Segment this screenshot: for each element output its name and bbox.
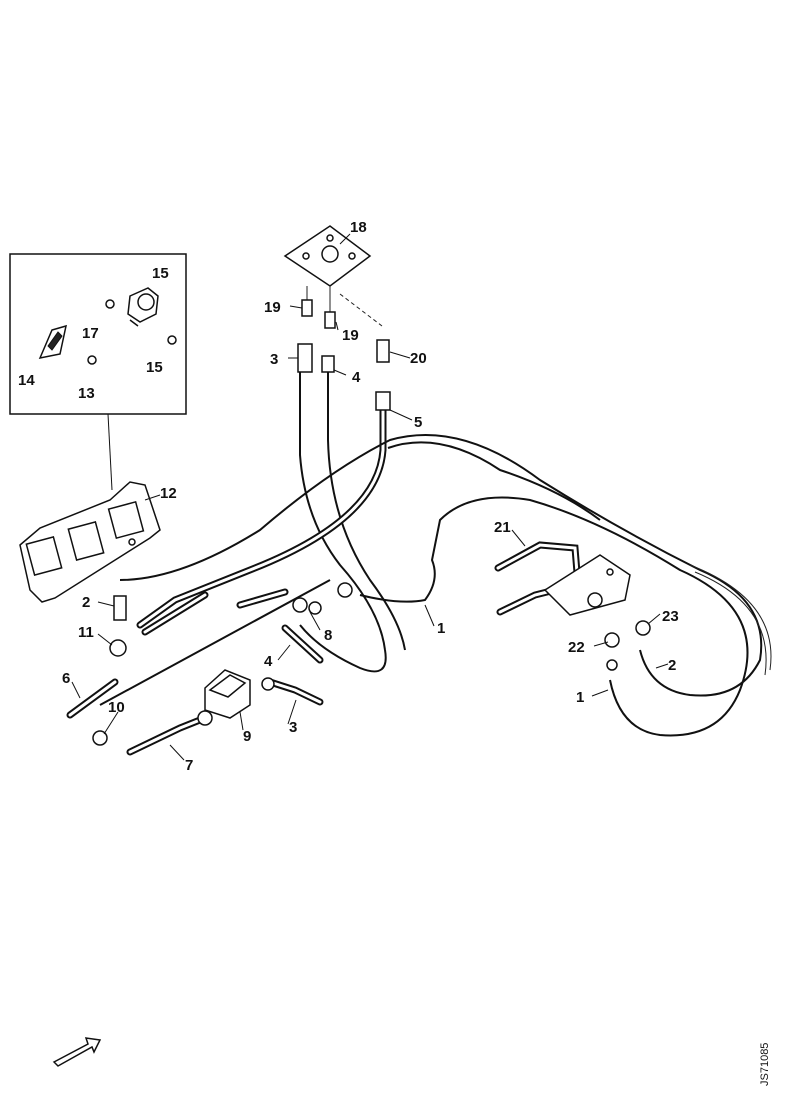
callout-2: 2 — [82, 594, 90, 611]
hoses — [66, 286, 772, 756]
leaders — [71, 233, 669, 761]
callout-7: 7 — [185, 757, 193, 774]
callout-8: 8 — [324, 627, 332, 644]
callout-20: 20 — [410, 350, 427, 367]
callout-11: 11 — [78, 624, 94, 641]
callout-19: 19 — [264, 299, 281, 316]
callout-numbers: 1 1 2 2 3 3 4 4 5 6 7 8 9 10 11 12 13 14… — [18, 219, 679, 774]
callout-1: 1 — [576, 689, 584, 706]
manifold-21 — [494, 541, 631, 616]
callout-12: 12 — [160, 485, 177, 502]
callout-14: 14 — [18, 372, 35, 389]
callout-4: 4 — [264, 653, 273, 670]
callout-2: 2 — [668, 657, 676, 674]
inset-parts — [38, 287, 177, 365]
callout-4: 4 — [352, 369, 361, 386]
callout-23: 23 — [662, 608, 679, 625]
callout-6: 6 — [62, 670, 70, 687]
callout-16: 15 — [146, 359, 163, 376]
callout-15: 15 — [152, 265, 169, 282]
callout-22: 22 — [568, 639, 585, 656]
callout-18: 18 — [350, 219, 367, 236]
callout-3: 3 — [289, 719, 297, 736]
callout-10: 10 — [108, 699, 125, 716]
front-direction-arrow-icon — [52, 1037, 102, 1067]
callout-17: 17 — [82, 325, 99, 342]
callout-1: 1 — [437, 620, 445, 637]
valve-block-9 — [204, 669, 251, 719]
callout-19: 19 — [342, 327, 359, 344]
callout-21: 21 — [494, 519, 511, 536]
callout-3: 3 — [270, 351, 278, 368]
panel-plate-18 — [283, 225, 372, 287]
fittings — [92, 299, 651, 746]
mounting-bracket-12 — [19, 481, 161, 603]
callout-9: 9 — [243, 728, 251, 745]
callout-5: 5 — [414, 414, 422, 431]
detail-inset-frame — [9, 253, 187, 415]
drawing-code: JS71085 — [759, 1043, 771, 1086]
callout-13: 13 — [78, 385, 95, 402]
